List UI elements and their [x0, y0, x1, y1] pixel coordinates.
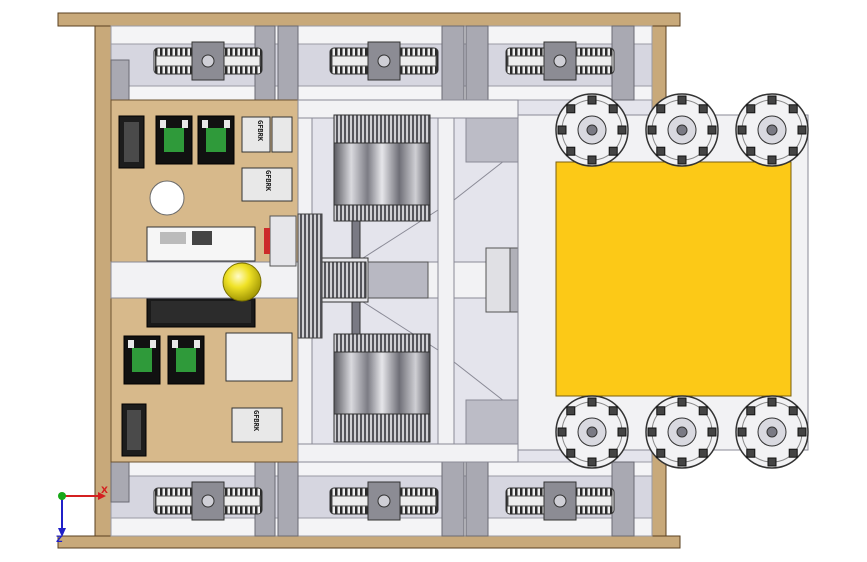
module-label: GFBRK [252, 410, 260, 432]
roller-axle-top [351, 220, 361, 263]
coordinate-triad-icon: X Z [56, 486, 108, 545]
roller-axle-bottom [351, 297, 361, 335]
gear [329, 481, 439, 521]
axis-x-label: X [101, 486, 108, 496]
battery-box [225, 332, 293, 382]
motor-controller [167, 335, 205, 385]
wood-rail-bottom [57, 535, 681, 549]
axis-z-label: Z [56, 535, 63, 545]
omni-wheel [555, 395, 629, 469]
connector-pins [127, 410, 141, 450]
intake-side-plate [465, 399, 519, 445]
module-unsma [242, 172, 292, 201]
intake-roller-bottom [333, 333, 431, 443]
gear [505, 481, 615, 521]
storage-bin [555, 161, 792, 397]
omni-wheel [735, 93, 809, 167]
board-hole [149, 180, 185, 216]
drive-gears [153, 41, 615, 521]
omni-wheel [735, 395, 809, 469]
left-chain-drive [297, 213, 323, 339]
omni-wheel [645, 395, 719, 469]
intake-side-plate [465, 117, 519, 163]
drive-motor [269, 215, 297, 267]
omni-wheels [555, 93, 809, 469]
gear [329, 41, 439, 81]
motor-controller [197, 115, 235, 165]
motor-controllers [123, 115, 235, 385]
module-label: GFBRK [264, 170, 272, 192]
module-label: GFBRK [256, 120, 264, 142]
module-gfbrk-2 [271, 116, 293, 153]
motor-controller [123, 335, 161, 385]
wood-rail-top [57, 12, 681, 27]
gear [153, 481, 263, 521]
wood-rail-left [94, 25, 112, 537]
module-gfbrk-4: GFBRK [231, 407, 283, 443]
gear [505, 41, 615, 81]
intake-roller-top [333, 114, 431, 222]
game-ball [222, 262, 262, 302]
motor-wire [264, 228, 270, 254]
motor-controller [155, 115, 193, 165]
module-gfbrk-3: GFBRK [241, 167, 293, 202]
corner-brackets [110, 25, 635, 537]
omni-wheel [555, 93, 629, 167]
module-gfbrk-1: GFBRK [241, 116, 271, 153]
connector-pins [124, 122, 139, 162]
omni-wheel [645, 93, 719, 167]
gear [153, 41, 263, 81]
control-hub [146, 226, 256, 328]
